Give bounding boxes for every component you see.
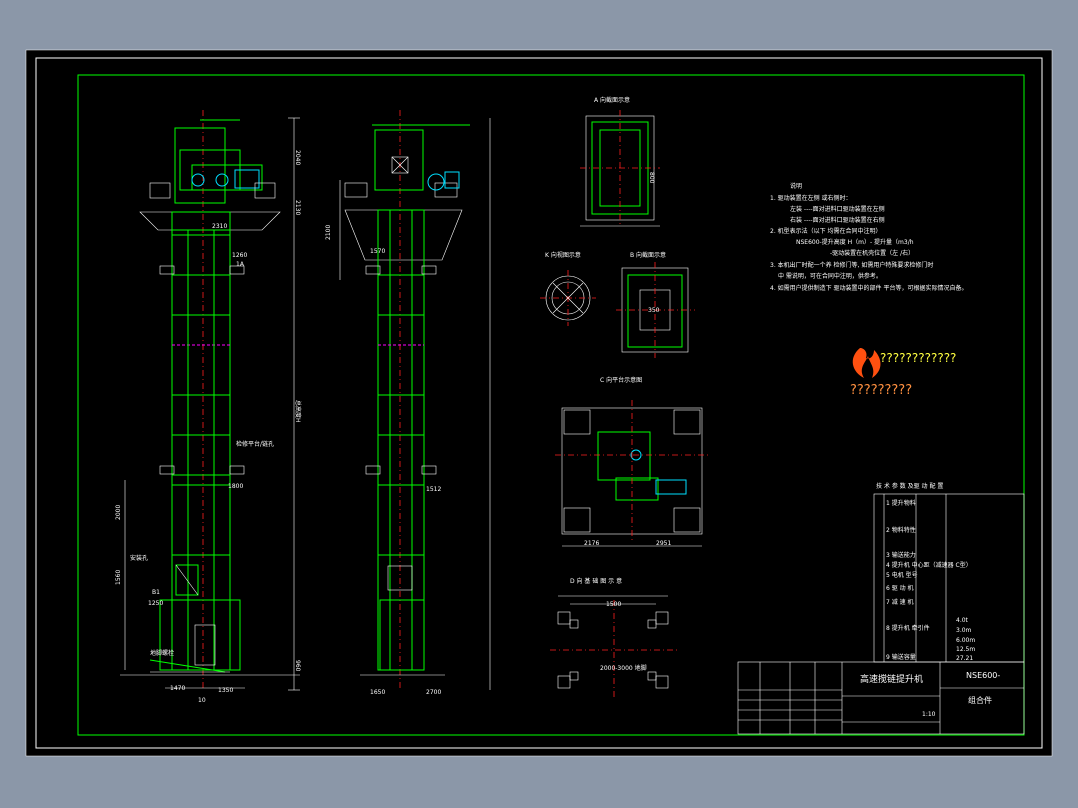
param-value-1: 4.0t: [956, 617, 969, 624]
section-b-view: [616, 262, 695, 358]
dim-d19: 2951: [656, 540, 671, 547]
side-elevation-view: [339, 110, 491, 690]
label-opt: 安装孔: [130, 554, 148, 562]
dim-d1: 2040: [294, 150, 301, 165]
note-0: 说明: [790, 182, 802, 190]
section-a-view: [580, 110, 660, 227]
dim-d2: 2130: [294, 200, 301, 215]
param-value-2: 3.0m: [956, 627, 972, 634]
company-logo: [852, 348, 881, 378]
dim-d5: 2000: [115, 505, 122, 520]
param-row-5: 5 电机 型号: [886, 571, 918, 579]
param-row-9: 9 输送容量: [886, 653, 916, 661]
title-block: [737, 661, 1025, 735]
label-1a: 1A: [236, 261, 245, 268]
label-b1: B1: [152, 589, 160, 596]
note-9: 4. 如需用户提供制造下 驱动装置中的部件 平台等，可根据实际情况自备。: [770, 284, 967, 292]
front-elevation-view: [120, 110, 300, 691]
dim-d20: 1512: [426, 486, 441, 493]
dim-d10: 1250: [148, 600, 163, 607]
label-10: 10: [198, 697, 206, 704]
label-base: 地脚螺栓: [150, 649, 174, 657]
view-c-label: C 向平台示意图: [600, 376, 642, 384]
dim-d6: 1560: [115, 570, 122, 585]
dim-d15: 2100: [325, 225, 332, 240]
param-value-4: 12.5m: [956, 646, 975, 653]
params-title: 技 术 参 数 及驱 动 配 置: [876, 482, 943, 490]
note-7: 3. 本机出厂时配一个养 检修门等, 如需用户特殊要求检修门时: [770, 261, 933, 269]
label-lj: 2000-3000 地脚: [600, 664, 647, 672]
dim-d18: 2176: [584, 540, 599, 547]
drawing-sheet: [25, 49, 1053, 757]
section-d-base-view: [550, 595, 678, 700]
param-value-5: 27.21: [956, 655, 973, 662]
outer-border: [35, 57, 1043, 749]
note-5: NSE600-提升高度 H（m）- 提升量（m3/h: [796, 238, 914, 246]
dim-d9: 2700: [426, 689, 441, 696]
label-section: 检修平台/链孔: [236, 440, 274, 448]
dim-d7: 1470: [170, 685, 185, 692]
dim-d12: 2310: [212, 223, 227, 230]
param-row-7: 7 减 速 机: [886, 598, 914, 606]
dim-d4: 1800: [228, 483, 243, 490]
param-row-8: 8 提升机 牵引件: [886, 624, 930, 632]
note-6: -驱动装置在机壳位置（左 /右）: [830, 249, 914, 257]
section-c-platform-view: [555, 400, 710, 547]
drawing-scale: 1:10: [922, 711, 936, 718]
dim-total-height: 总高度H: [294, 400, 302, 423]
param-row-6: 6 驱 动 机: [886, 584, 914, 592]
note-4: 2. 机型表示法（以下 均需在合同中注明）: [770, 227, 882, 235]
dim-d17: 350: [648, 307, 660, 314]
view-b-label: B 向截面示意: [630, 251, 666, 259]
note-3: 右装 ----面对进料口驱动装置在右侧: [790, 216, 885, 224]
view-k-label: K 向视图示意: [545, 251, 581, 259]
view-d-label: D 向 基 础 图 示 意: [570, 577, 622, 585]
drawing-title: 高速搅链提升机: [860, 673, 923, 685]
view-a-label: A 向截面示意: [594, 96, 630, 104]
dim-d11: 1350: [218, 687, 233, 694]
dim-d16: 800: [648, 172, 655, 184]
param-row-1: 1 提升物料: [886, 499, 916, 507]
dim-d8: 1650: [370, 689, 385, 696]
param-row-2: 2 物料特性: [886, 526, 916, 534]
note-2: 左装 ----面对进料口驱动装置在左侧: [790, 205, 885, 213]
drawing-subtitle: 组合件: [968, 695, 992, 705]
note-8: 中 需说明，可在合同中注明，供参考。: [778, 272, 882, 280]
dim-d13: 960: [294, 660, 301, 672]
logo-subtext: ?????????: [850, 383, 912, 398]
param-row-3: 3 输送能力: [886, 551, 916, 559]
logo-text: ????????????: [880, 351, 956, 365]
dim-d21: 1570: [370, 248, 385, 255]
dim-d3: 1260: [232, 252, 247, 259]
note-1: 1. 驱动装置在左侧 或右侧时：: [770, 194, 852, 202]
param-row-4: 4 提升机 中心距（减速器 C型）: [886, 561, 972, 569]
inner-frame: [77, 74, 1025, 736]
dim-d14: 1500: [606, 601, 621, 608]
drawing-code: NSE600-: [966, 671, 1000, 680]
section-k-view: [540, 270, 596, 326]
param-value-3: 6.00m: [956, 637, 975, 644]
